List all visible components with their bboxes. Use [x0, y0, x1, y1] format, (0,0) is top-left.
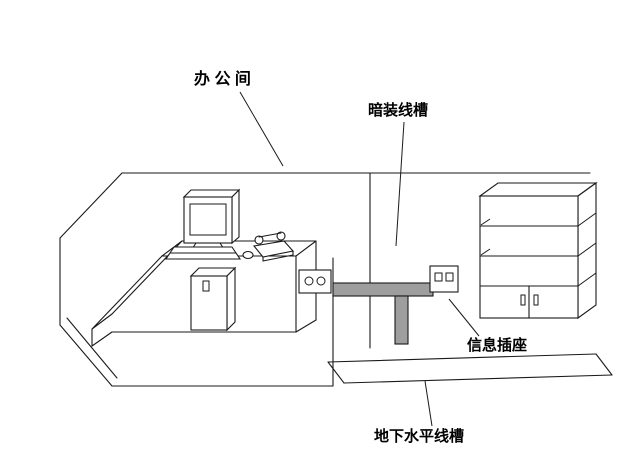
cabinet-top-face: [478, 182, 598, 197]
floor-edge-left-inner: [66, 317, 118, 379]
label-info-socket: 信息插座: [467, 336, 527, 354]
desk-return-bottom-edge: [91, 331, 113, 347]
monitor-top-face: [182, 189, 241, 198]
phone-body-bottom: [262, 254, 294, 262]
wall-outlet-plate: [298, 269, 332, 294]
floor-edge-left-outer: [59, 324, 113, 387]
floor-duct-left-end: [327, 361, 345, 384]
label-office-room: 办 公 间: [194, 69, 251, 88]
leader-info-socket: [448, 298, 480, 337]
phone-handset-earpiece: [254, 235, 264, 245]
info-socket-port-left: [434, 272, 443, 282]
cabinet-shelf-side-1: [577, 212, 597, 227]
room-structure: [59, 172, 591, 387]
outlet-plate-box: [298, 269, 332, 294]
floor-duct-top-edge: [327, 353, 597, 363]
cabinet-shelf-side-2: [577, 242, 597, 257]
floor-duct-right-end: [595, 353, 613, 376]
vertical-drop-duct: [394, 295, 409, 345]
cabinet-door-handle-left: [520, 294, 526, 306]
info-socket-box: [429, 265, 459, 293]
cabinet-door-handle-right: [533, 294, 539, 306]
telephone: [252, 231, 295, 262]
mouse: [242, 250, 254, 260]
cabinet-shelf-depth-2: [480, 248, 491, 256]
horizontal-wall-duct: [332, 282, 434, 297]
outlet-port-left: [304, 276, 314, 286]
label-concealed-duct: 暗装线槽: [368, 101, 428, 119]
underground-floor-duct: [327, 353, 613, 384]
leader-concealed-duct: [395, 121, 405, 247]
storage-cabinet: [478, 181, 598, 320]
cabinet-shelf-side-3: [577, 272, 597, 287]
left-wall-top-edge: [59, 172, 123, 239]
pedestal-side-face: [226, 266, 236, 332]
outlet-port-right: [316, 276, 326, 286]
monitor-screen: [189, 203, 227, 236]
computer: [164, 188, 254, 260]
phone-handset-mouthpiece: [276, 231, 286, 241]
phone-handset-bar: [258, 232, 282, 238]
floor-duct-bottom-edge: [343, 374, 613, 384]
desk-right-panel-bottom: [295, 319, 317, 333]
desk-return-surface: [91, 240, 183, 330]
wiring-ducts: [332, 282, 434, 345]
info-socket-port-right: [445, 272, 454, 282]
label-underground-duct: 地下水平线槽: [374, 427, 464, 445]
cabinet-shelf-depth-1: [480, 218, 491, 226]
leader-underground-duct: [424, 380, 433, 427]
desk: [91, 240, 317, 347]
monitor-side-face: [231, 188, 240, 245]
pedestal-front-face: [190, 275, 228, 331]
pedestal-handle: [202, 280, 210, 292]
cabinet-side-face: [577, 181, 597, 320]
drawer-pedestal: [189, 266, 237, 332]
info-socket-outlet: [429, 265, 459, 293]
labels: 办 公 间 暗装线槽 信息插座 地下水平线槽: [194, 69, 527, 445]
leader-office-room: [239, 91, 284, 167]
leader-lines: [239, 91, 480, 427]
